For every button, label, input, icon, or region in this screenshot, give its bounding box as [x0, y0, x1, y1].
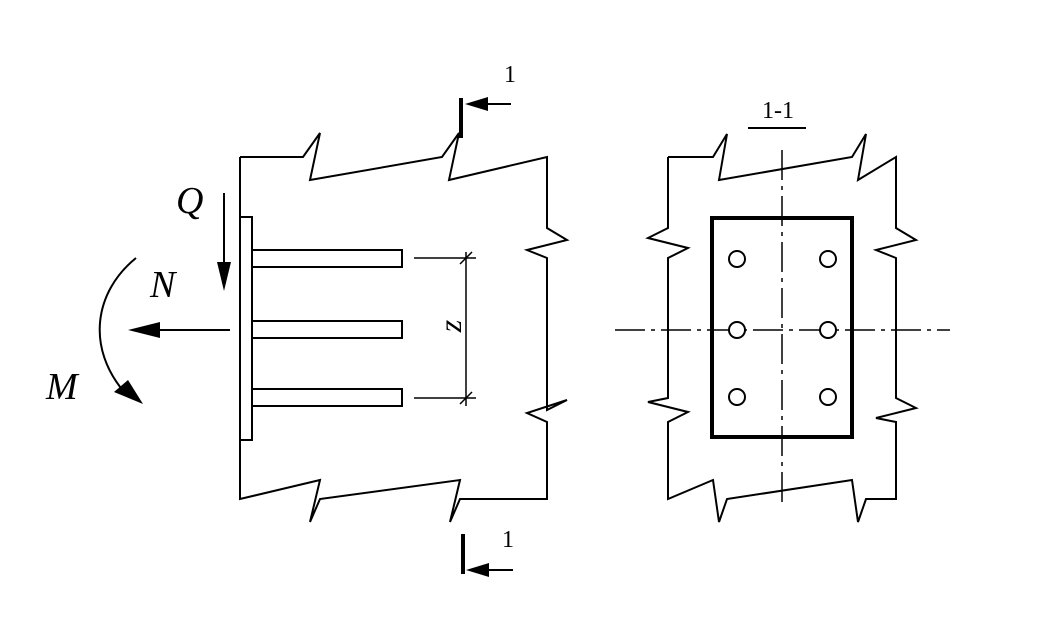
moment-arrow	[98, 257, 143, 404]
section-plate	[710, 216, 854, 439]
lever-arm-label: z	[432, 319, 468, 333]
anchor-hole	[728, 250, 746, 268]
section-title: 1-1	[762, 98, 794, 124]
elevation-view: z Q N M 1 1	[45, 62, 570, 577]
axial-force-label: N	[149, 264, 178, 306]
embedded-plate	[239, 216, 253, 441]
anchor-bar-bottom	[251, 388, 403, 407]
axial-force-arrow	[128, 322, 230, 338]
concrete-outline-section	[645, 133, 919, 523]
section-view: 1-1	[615, 98, 950, 523]
anchor-bar-middle	[251, 320, 403, 339]
shear-force-arrow	[217, 193, 231, 291]
concrete-outline-elevation	[239, 132, 570, 523]
section-cut-top-label: 1	[504, 62, 516, 88]
moment-label: M	[45, 366, 80, 408]
shear-force-label: Q	[176, 180, 203, 222]
anchor-hole	[728, 388, 746, 406]
section-cut-bottom: 1	[461, 527, 514, 577]
section-cut-bottom-label: 1	[502, 527, 514, 553]
anchor-hole	[728, 321, 746, 339]
anchor-holes	[728, 250, 837, 406]
lever-arm-dimension: z	[414, 251, 476, 406]
anchor-hole	[819, 321, 837, 339]
section-cut-top: 1	[459, 62, 516, 138]
anchor-bar-top	[251, 249, 403, 268]
anchor-hole	[819, 388, 837, 406]
anchor-hole	[819, 250, 837, 268]
